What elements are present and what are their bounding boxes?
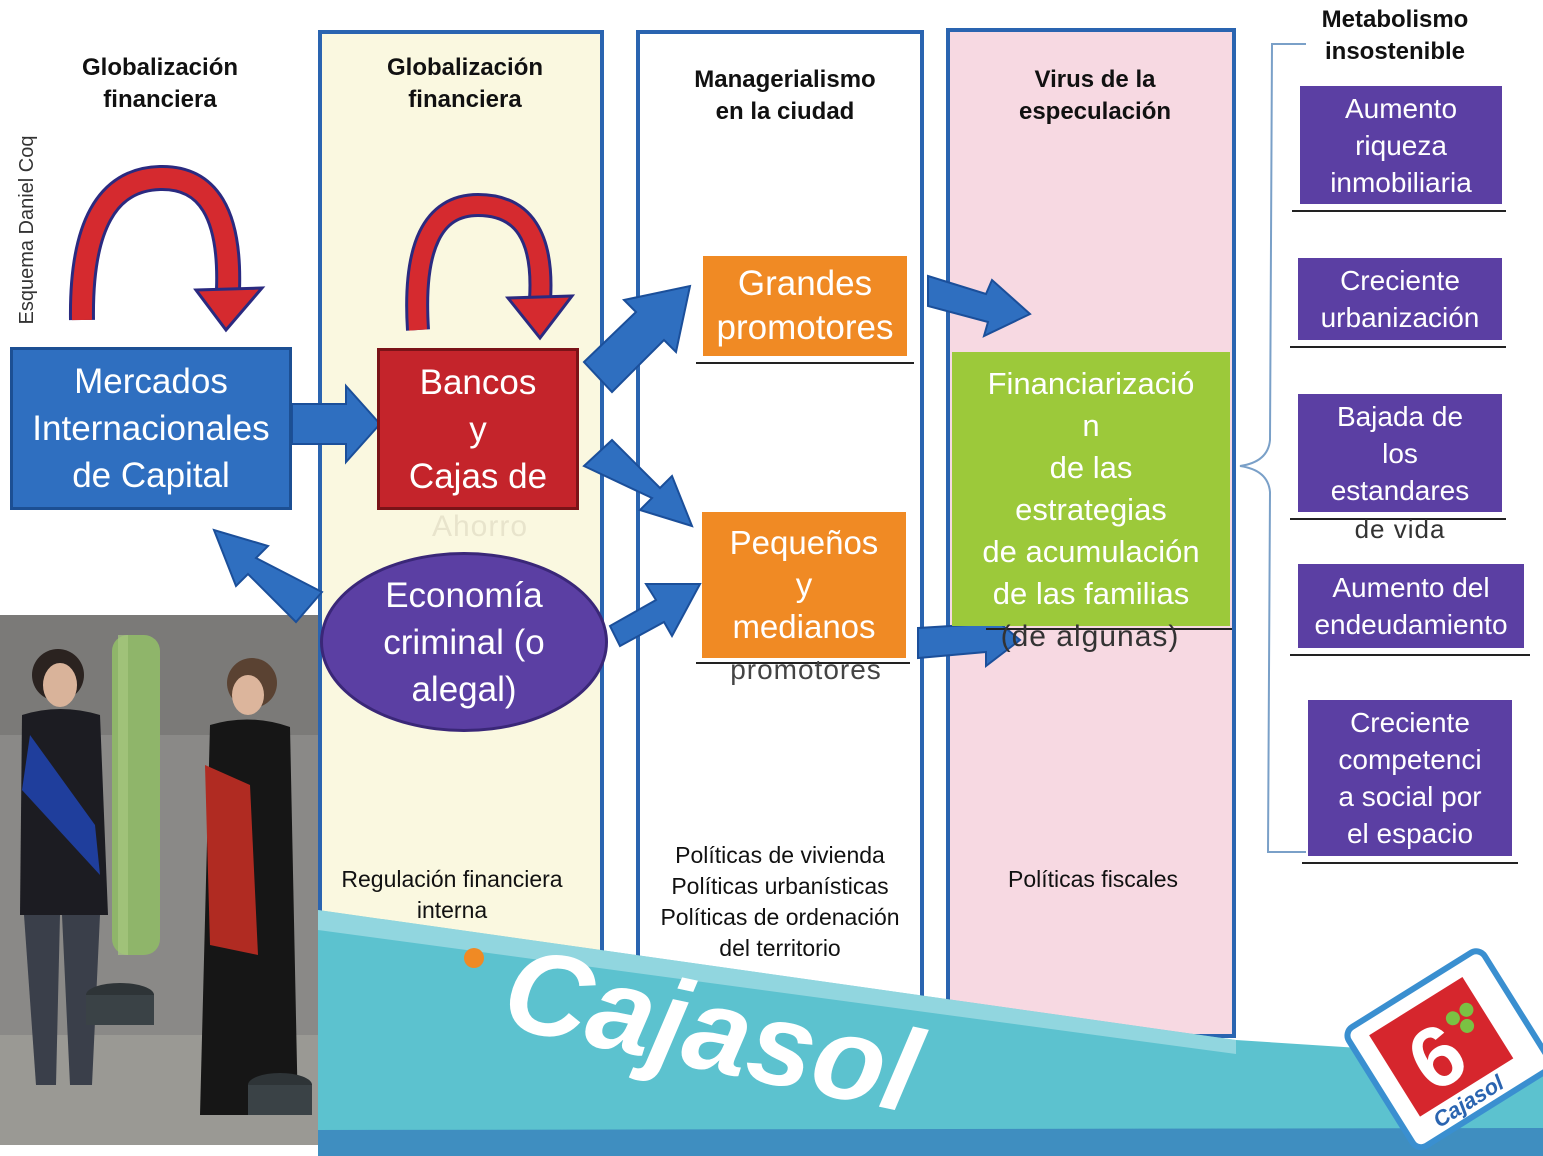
outcome-underline-1 <box>1290 346 1506 348</box>
underline-financ <box>986 628 1232 630</box>
cajasol-badge: 6 Cajasol <box>1344 948 1543 1151</box>
caption-politicas-vivienda: Políticas de vivienda Políticas urbaníst… <box>660 842 900 961</box>
node-financiarizacion: Financiarizació n de las estrategias de … <box>952 352 1230 626</box>
outcome-creciente-urbanizacion: Creciente urbanización <box>1298 258 1502 340</box>
bracket-outcomes <box>1239 43 1306 853</box>
header-speculation: Virus de la especulación <box>1018 66 1172 125</box>
node-economia-criminal-label: Economía criminal (o alegal) <box>383 575 545 709</box>
node-financ-cut-text: (de algunas) <box>1000 620 1180 653</box>
node-mercados-internacionales: Mercados Internacionales de Capital <box>10 347 292 510</box>
outcome-underline-2 <box>1290 518 1506 520</box>
outcome-competencia-social: Creciente competenci a social por el esp… <box>1308 700 1512 856</box>
header-managerialism: Managerialismo en la ciudad <box>694 66 876 125</box>
outcome-aumento-endeudamiento: Aumento del endeudamiento <box>1298 564 1524 648</box>
underline-pequenos <box>696 662 910 664</box>
node-grandes-promotores: Grandes promotores <box>703 256 907 356</box>
underline-grandes <box>696 362 914 364</box>
arrow-bancos-to-pequenos <box>582 438 694 528</box>
node-bancos-cut-text: Ahorro <box>431 510 529 543</box>
outcome-underline-4 <box>1302 862 1518 864</box>
node-pequenos-medianos: Pequeños y medianos <box>702 512 906 658</box>
outcome-underline-3 <box>1290 654 1530 656</box>
caption-regulacion-financiera: Regulación financiera interna <box>341 866 563 923</box>
photo-two-women <box>0 615 318 1145</box>
node-pequenos-cut-text: promotores <box>730 654 882 685</box>
photo-illustration <box>0 615 318 1145</box>
header-globalization-2: Globalización financiera <box>386 54 544 113</box>
arrow-economia-to-pequenos <box>608 583 702 648</box>
node-economia-criminal: Economía criminal (o alegal) <box>320 552 608 732</box>
outcome-underline-0 <box>1292 210 1506 212</box>
outcome-aumento-riqueza: Aumento riqueza inmobiliaria <box>1300 86 1502 204</box>
outcome-bajada-estandares: Bajada de los estandares <box>1298 394 1502 512</box>
header-metabolism: Metabolismo insostenible <box>1321 6 1469 65</box>
node-bancos-cajas: Bancos y Cajas de <box>377 348 579 510</box>
arrow-mercados-to-bancos <box>291 383 382 465</box>
caption-politicas-fiscales: Políticas fiscales <box>1007 866 1178 892</box>
arrow-grandes-to-speculation <box>927 274 1032 338</box>
arrow-bancos-to-grandes <box>582 284 692 394</box>
header-globalization-1: Globalización financiera <box>81 54 239 113</box>
arrow-economia-to-mercados <box>212 528 324 624</box>
outcome-bajada-cut-text: de vida <box>1354 514 1446 544</box>
